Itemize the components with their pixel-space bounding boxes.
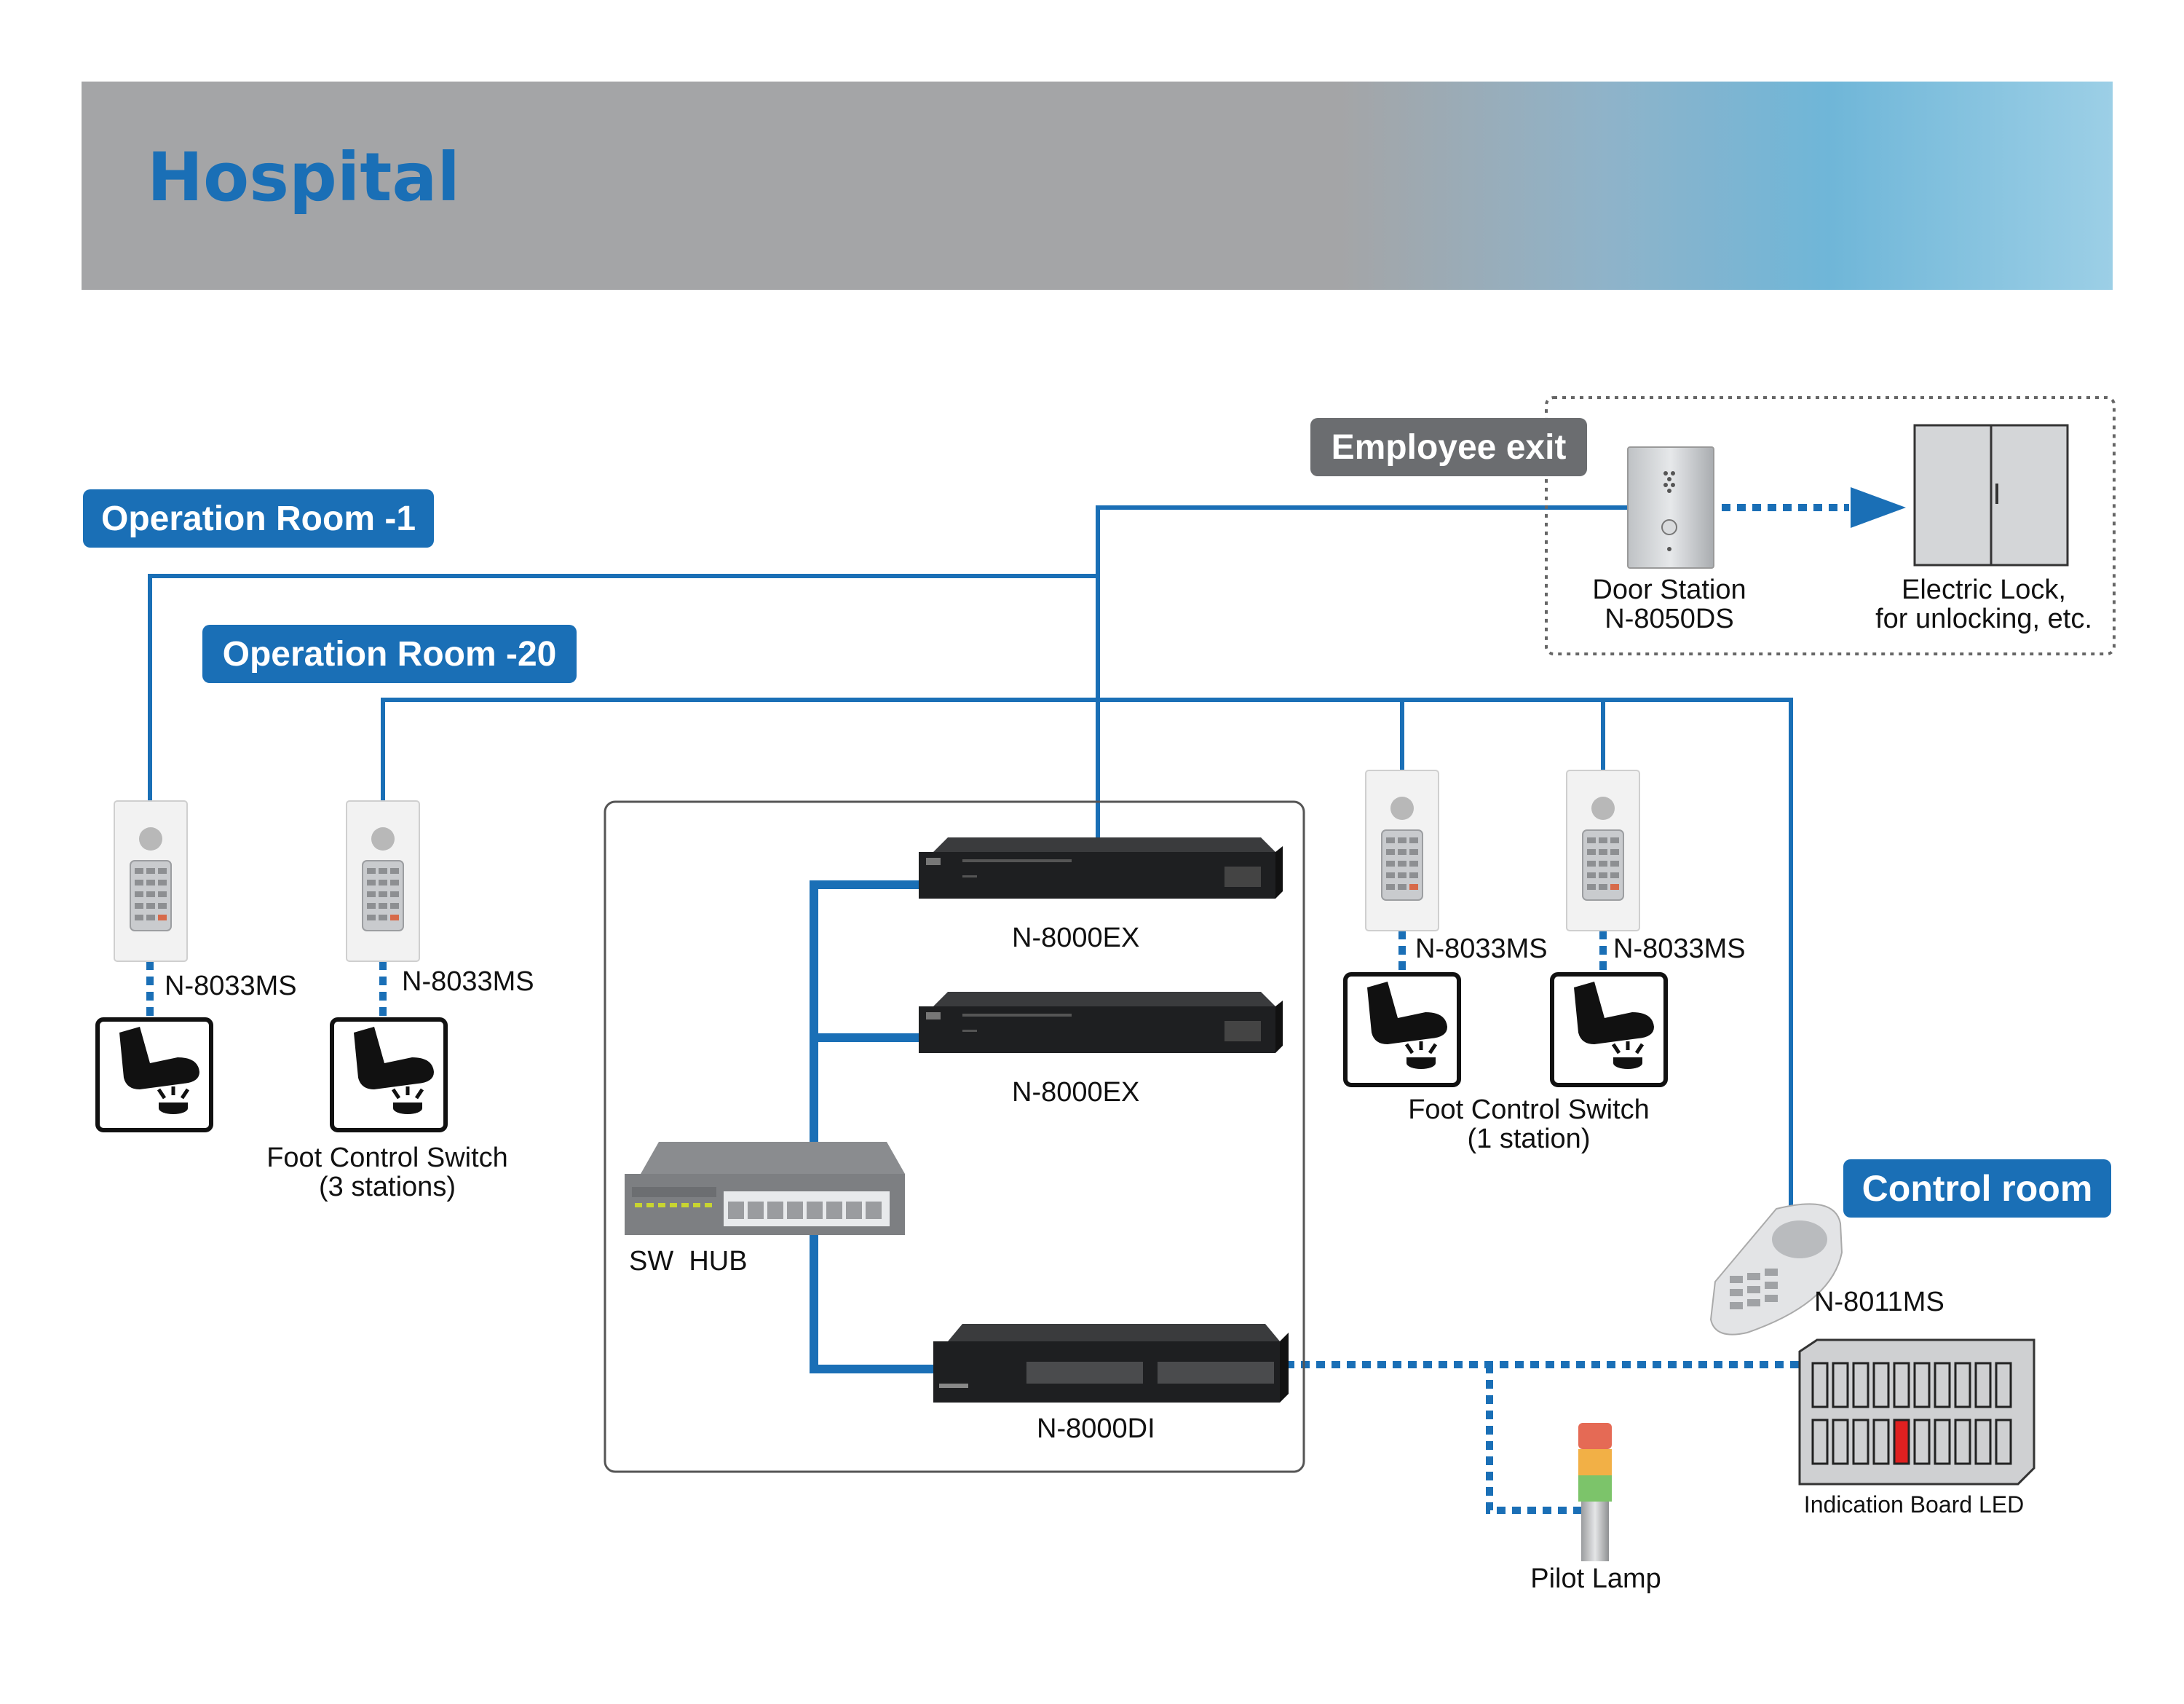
n8000di-unit [933,1324,1289,1403]
label-electric-lock-line1: Electric Lock, [1902,575,2066,605]
station-ms-r2 [1566,770,1640,931]
label-n8011ms: N-8011MS [1814,1287,1944,1317]
indication-board-unit [1798,1338,2035,1486]
station-ms-20 [346,800,420,962]
zone-employee-exit: Employee exit [1310,418,1587,476]
equipment-frame [604,800,1305,1473]
label-foot-switch-3-line1: Foot Control Switch [266,1143,508,1173]
label-door-station-line2: N-8050DS [1605,604,1734,634]
label-n8000ex-2: N-8000EX [1012,1077,1140,1108]
pilot-lamp-unit [1578,1423,1612,1561]
page-title: Hospital [147,138,460,216]
foot-switch-20-icon [332,1019,446,1130]
n8000ex-unit-1 [919,837,1283,899]
label-foot-switch-3-line2: (3 stations) [319,1172,456,1202]
label-pilot-lamp: Pilot Lamp [1530,1563,1661,1594]
sw-hub-unit [625,1142,905,1235]
station-ms-1 [114,800,188,962]
label-ms-1: N-8033MS [165,971,297,1001]
label-ms-20: N-8033MS [402,966,534,997]
label-foot-switch-1-line1: Foot Control Switch [1408,1094,1650,1125]
foot-switch-r2-icon [1552,974,1666,1085]
label-n8000ex-1: N-8000EX [1012,923,1140,953]
label-ms-r2: N-8033MS [1613,934,1746,964]
wiring-trunk [810,880,939,1373]
label-sw-hub: SW HUB [629,1246,748,1277]
foot-switch-r1-icon [1345,974,1459,1085]
zone-control-room: Control room [1843,1159,2111,1218]
label-foot-switch-1-line2: (1 station) [1467,1124,1591,1154]
zone-operation-room-1: Operation Room -1 [83,489,434,548]
header-banner: Hospital [82,82,2113,290]
foot-switch-1-icon [98,1019,211,1130]
label-indication-board: Indication Board LED [1803,1491,2025,1518]
door-station-unit [1627,446,1714,569]
electric-lock-door [1913,424,2069,567]
label-n8000di: N-8000DI [1037,1413,1155,1444]
label-electric-lock-line2: for unlocking, etc. [1875,604,2092,634]
master-station-unit [1709,1203,1843,1336]
label-ms-r1: N-8033MS [1415,934,1548,964]
employee-exit-frame [1545,396,2116,655]
n8000ex-unit-2 [919,992,1283,1053]
wiring-dotted [146,504,1849,1514]
label-door-station-line1: Door Station [1592,575,1746,605]
wiring-solid [148,505,1793,1209]
station-ms-r1 [1365,770,1439,931]
zone-operation-room-20: Operation Room -20 [202,625,577,683]
